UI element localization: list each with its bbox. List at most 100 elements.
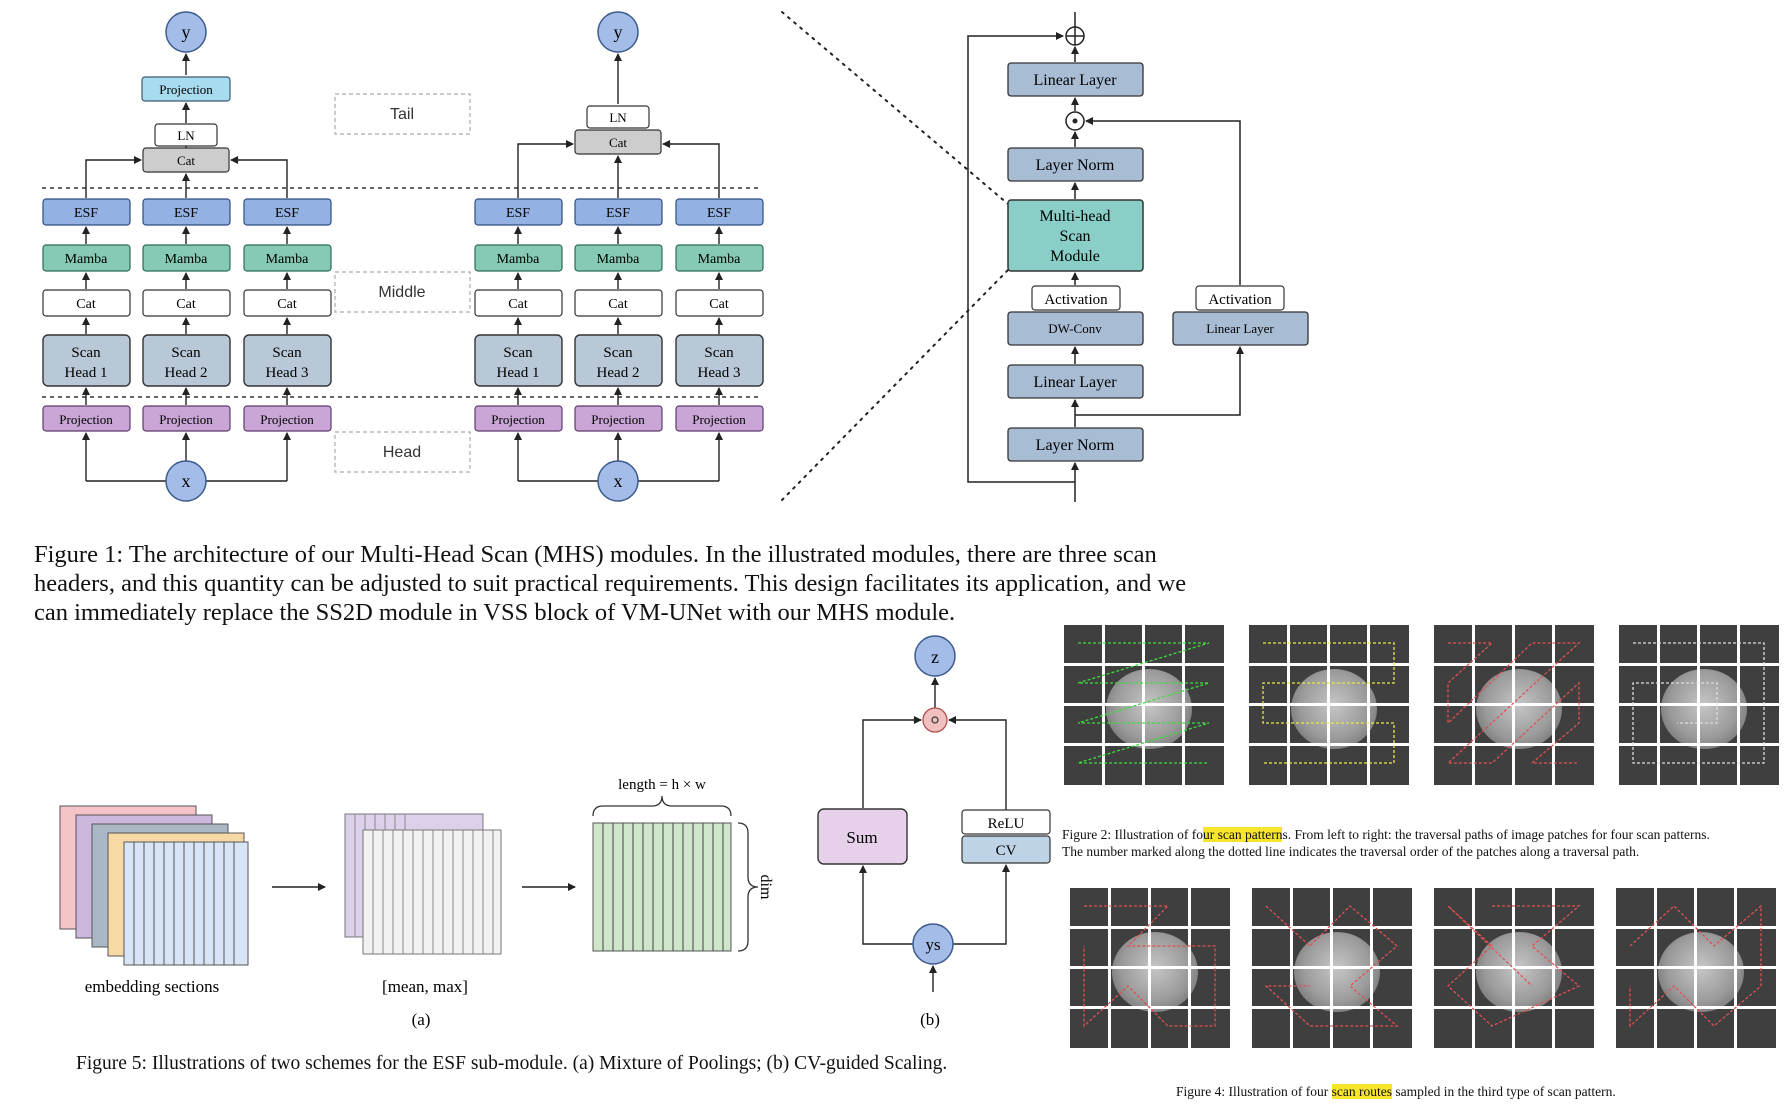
esf-label: ESF [506,206,530,221]
fig5-embedding-sections [59,805,249,966]
scan-head-label-1: Scan [272,345,302,361]
esf-label: ESF [74,206,98,221]
scan-head-label-1: Scan [71,345,101,361]
projection-label: Projection [159,412,213,427]
scan-head-label-2: Head 3 [266,365,309,381]
mamba-box [142,244,231,272]
projection-box [574,405,663,432]
scan-head-box [243,334,332,387]
mamba-label: Mamba [497,252,541,267]
mamba-label: Mamba [698,252,742,267]
activation-left [1031,285,1121,311]
dim-label: dim [757,875,774,900]
subfig-a-label: (a) [412,1010,431,1029]
scan-head-box [474,334,563,387]
fig1-middle-module: y LN Cat ESF Mamba Cat Scan Head 1 Proje… [474,11,764,502]
activation-right [1195,285,1285,311]
mhs-module [1007,199,1144,272]
output-node-y [165,11,207,53]
mid-col-1: ESF Mamba Cat Scan Head 1 Projection [474,198,563,432]
fig2-caption: Figure 2: Illustration of four scan patt… [1062,826,1710,860]
mamba-label: Mamba [65,252,109,267]
esf-box [574,198,663,226]
linear-layer-top [1007,62,1144,97]
mamba-label: Mamba [597,252,641,267]
fig5-pooled-features [344,813,502,955]
scan-head-box [42,334,131,387]
linear-layer-right-label: Linear Layer [1206,321,1274,336]
esf-label: ESF [606,206,630,221]
scan-head-label-1: Scan [171,345,201,361]
fig1-left-module: y Projection LN Cat ESF Mamba Cat S [42,11,762,502]
input-node-label: x [182,471,191,491]
fig2-caption-line1: Figure 2: Illustration of four scan patt… [1062,826,1710,843]
cat-label: Cat [608,297,628,312]
fig1-caption-line: Figure 1: The architecture of our Multi-… [34,541,1157,568]
scan-route-thumbnail [1252,888,1412,1048]
esf-label: ESF [174,206,198,221]
mid-col-2: ESF Mamba Cat Scan Head 2 Projection [574,198,663,432]
callout-line-top [781,11,1009,205]
fig2-caption-line2: The number marked along the dotted line … [1062,844,1640,859]
linear-layer-top-label: Linear Layer [1033,72,1117,89]
input-node-label: x [614,471,623,491]
tail-cat-label: Cat [177,153,195,168]
scan-head-label-1: Scan [704,345,734,361]
cat-label: Cat [709,297,729,312]
fig4-caption: Figure 4: Illustration of four scan rout… [1176,1084,1616,1100]
dwconv-label: DW-Conv [1048,321,1102,336]
sum-box [817,808,908,865]
layer-norm-top [1007,147,1144,182]
scan-head-label-2: Head 1 [65,365,108,381]
projection-box [142,405,231,432]
cat-box [675,289,764,317]
scan-head-box [142,334,231,387]
tail-ln-label: LN [609,110,627,125]
mamba-label: Mamba [266,252,310,267]
fig1-vss-block: Linear Layer Layer Norm Multi-head Scan … [967,12,1309,502]
scan-route-thumbnail [1616,888,1776,1048]
mhs-label-line2: Scan [1059,228,1090,245]
tail-cat-label: Cat [609,135,627,150]
tail-projection-label: Projection [159,82,213,97]
section-label-tail: Tail [390,106,414,123]
scan-head-box [675,334,764,387]
cv-label: CV [996,843,1017,859]
tail-cat-box [142,147,230,173]
projection-box [675,405,764,432]
mamba-box [42,244,131,272]
mhs-label-line1: Multi-head [1039,208,1110,225]
cat-box [142,289,231,317]
fig1-caption-line: can immediately replace the SS2D module … [34,599,956,626]
projection-label: Projection [491,412,545,427]
tail-ln-label: LN [177,128,195,143]
layer-norm-bottom-label: Layer Norm [1036,437,1115,454]
mamba-label: Mamba [165,252,209,267]
projection-box [243,405,332,432]
scan-pattern-thumbnail [1064,625,1224,785]
fig4-caption-text: sampled in the third type of scan patter… [1391,1084,1616,1099]
esf-box [142,198,231,226]
dwconv-box [1007,311,1144,346]
scan-head-label-2: Head 2 [597,365,640,381]
output-node-y [597,11,639,53]
callout-line-bottom [781,269,1009,501]
fig1-caption-line: headers, and this quantity can be adjust… [34,570,1187,597]
left-col-1: ESF Mamba Cat Scan Head 1 Projection [42,198,131,432]
projection-box [474,405,563,432]
linear-layer-mid-label: Linear Layer [1033,374,1117,391]
esf-box [42,198,131,226]
mamba-box [574,244,663,272]
scan-route-thumbnail [1070,888,1230,1048]
esf-box [675,198,764,226]
projection-label: Projection [692,412,746,427]
sum-label: Sum [846,828,877,847]
fig2-caption-highlight: ur scan pattern [1202,827,1283,842]
fig5-caption: Figure 5: Illustrations of two schemes f… [76,1053,948,1074]
relu-box [961,809,1051,835]
projection-label: Projection [591,412,645,427]
fig5-cv-scaling: z Sum ReLU CV ys [817,635,1051,992]
tail-projection-box [141,76,231,102]
scan-head-label-1: Scan [603,345,633,361]
subfig-b-label: (b) [920,1010,940,1029]
